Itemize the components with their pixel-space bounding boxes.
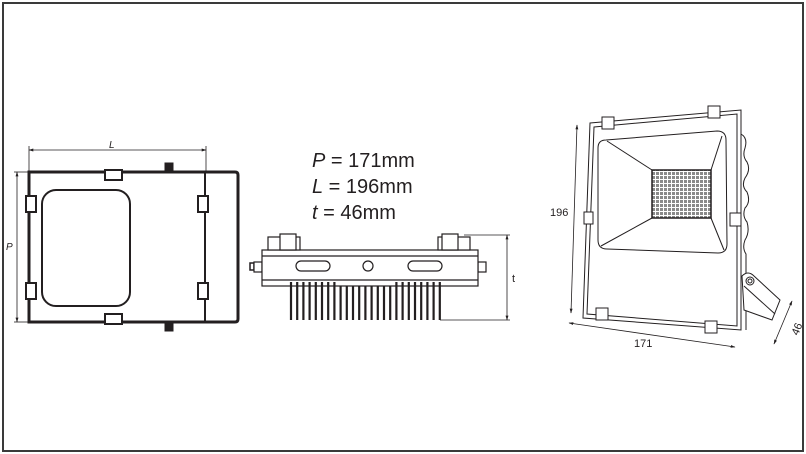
front-view <box>14 146 255 332</box>
label-46: 46 <box>790 321 806 337</box>
spec-line-l: L = 196mm <box>312 176 413 198</box>
label-171: 171 <box>634 338 652 350</box>
label-196: 196 <box>550 207 568 219</box>
side-view <box>253 233 510 321</box>
spec-line-p: P = 171mm <box>312 150 415 172</box>
label-height: P <box>6 242 13 253</box>
heatsink-fins <box>289 282 441 320</box>
label-thickness: t <box>512 273 515 285</box>
perspective-view <box>568 105 793 348</box>
label-length: L <box>109 140 115 151</box>
spec-line-t: t = 46mm <box>312 202 396 224</box>
